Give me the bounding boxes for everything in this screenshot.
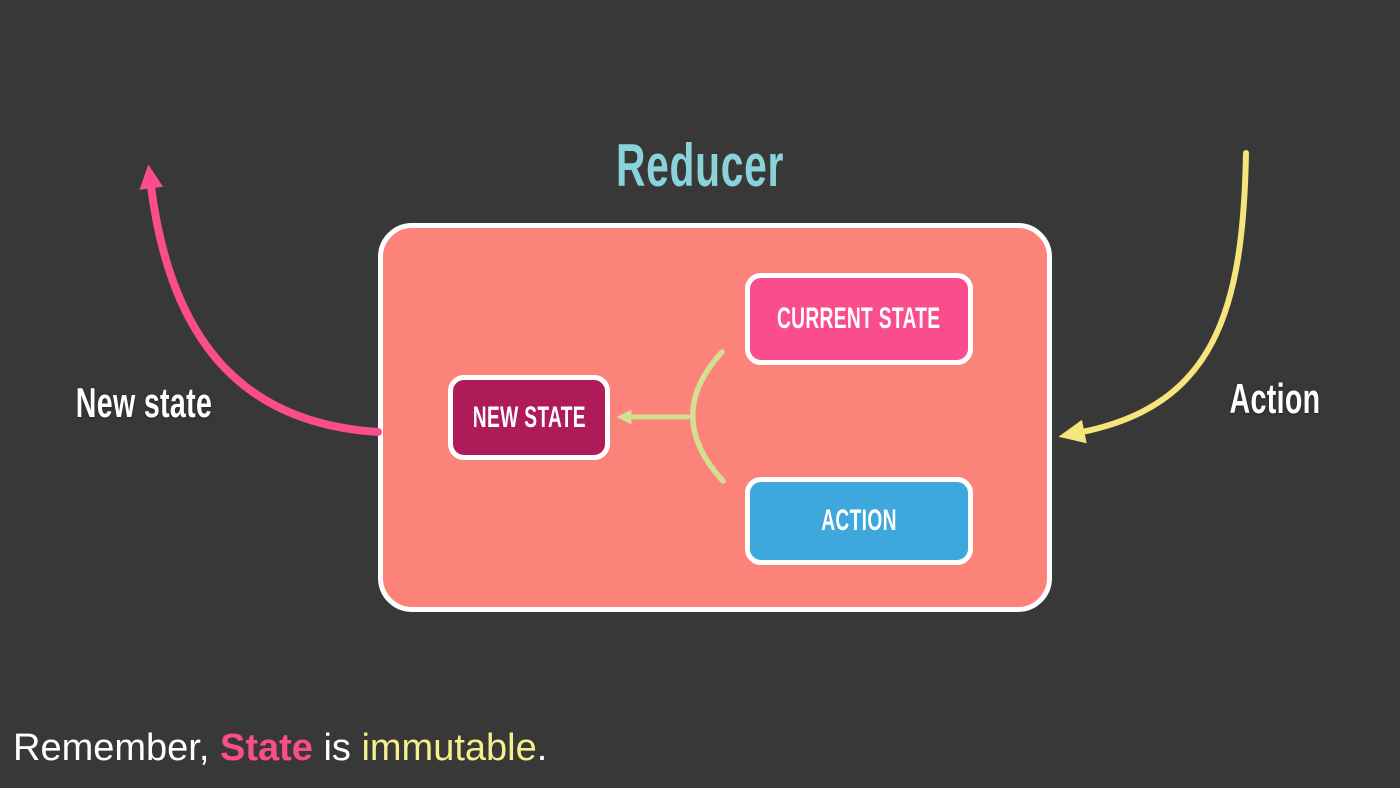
footer-text-period: .	[536, 727, 548, 769]
footer-note: Remember, State is immutable.	[13, 726, 547, 772]
footer-text-remember: Remember,	[13, 727, 220, 769]
footer-text-state: State	[219, 727, 313, 769]
new-state-arrow-label: New state	[75, 379, 213, 426]
footer-text-immutable: immutable	[361, 727, 537, 769]
new-state-box: NEW STATE	[448, 375, 610, 460]
current-state-box-label: CURRENT STATE	[777, 302, 941, 335]
action-arrow-label: Action	[1229, 375, 1321, 422]
footer-text-is: is	[312, 727, 362, 769]
page-title: Reducer	[615, 132, 785, 199]
action-box-label: ACTION	[821, 504, 897, 537]
current-state-box: CURRENT STATE	[745, 273, 973, 365]
action-box: ACTION	[745, 477, 973, 565]
new-state-box-label: NEW STATE	[472, 400, 586, 434]
